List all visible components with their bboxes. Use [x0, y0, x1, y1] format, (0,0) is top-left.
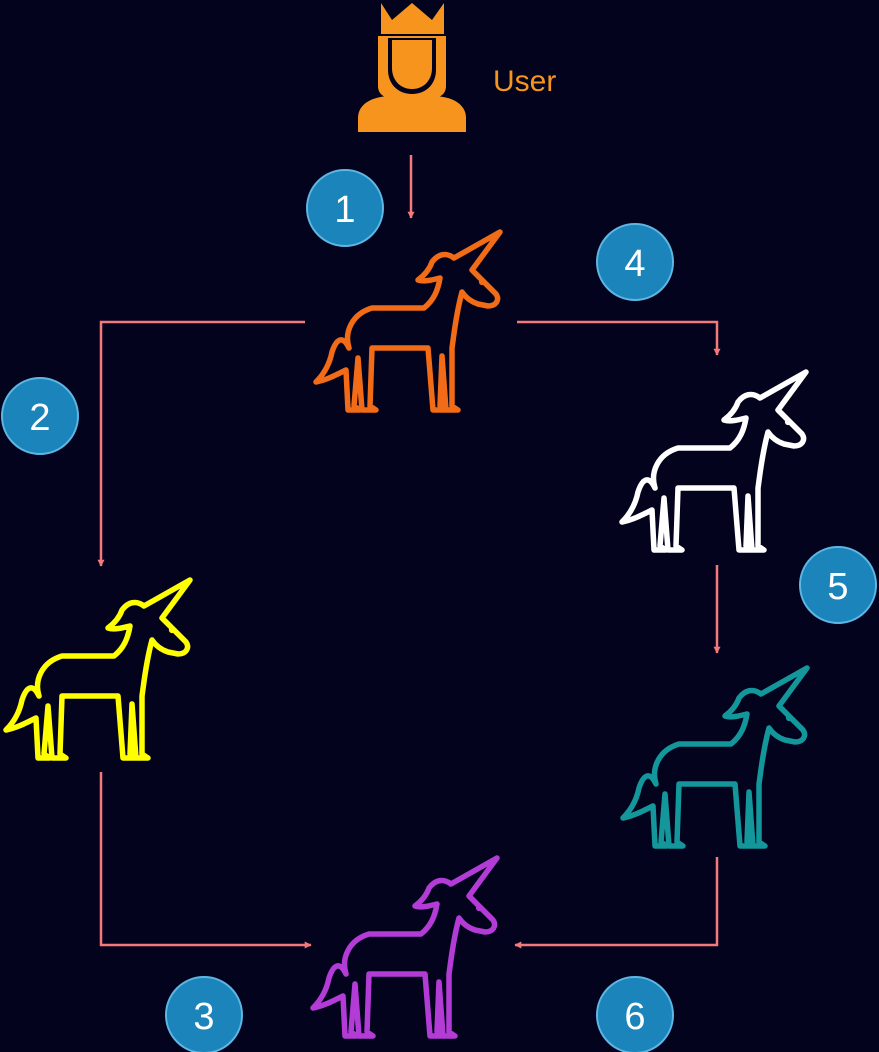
step-number: 1: [334, 189, 355, 231]
unicorn-icon: [622, 372, 806, 550]
step-badge-3: 3: [165, 976, 243, 1052]
step-badge-4: 4: [596, 223, 674, 301]
step-badge-2: 2: [1, 377, 79, 455]
arrow-orange-to-white: [517, 320, 721, 356]
step-number: 3: [193, 996, 214, 1038]
arrow-orange-to-yellow: [97, 320, 305, 567]
arrow-teal-to-purple: [514, 857, 719, 949]
user-label: User: [493, 65, 556, 98]
arrow-yellow-to-purple: [99, 772, 312, 949]
step-number: 4: [624, 243, 645, 285]
step-number: 6: [624, 996, 645, 1038]
connectors: [97, 155, 721, 949]
step-badge-5: 5: [799, 546, 877, 624]
crowned-user-icon: [358, 3, 466, 132]
unicorn-purple: [313, 858, 497, 1036]
unicorn-icon: [316, 232, 500, 410]
step-badge-6: 6: [596, 976, 674, 1052]
user-node: User: [358, 3, 556, 132]
unicorn-orange: [316, 232, 500, 410]
unicorn-yellow: [6, 580, 190, 758]
unicorn-icon: [6, 580, 190, 758]
step-badge-1: 1: [306, 169, 384, 247]
step-number: 2: [29, 397, 50, 439]
unicorn-icon: [313, 858, 497, 1036]
unicorn-teal: [623, 668, 807, 846]
unicorn-white: [622, 372, 806, 550]
unicorn-icon: [623, 668, 807, 846]
step-number: 5: [827, 566, 848, 608]
